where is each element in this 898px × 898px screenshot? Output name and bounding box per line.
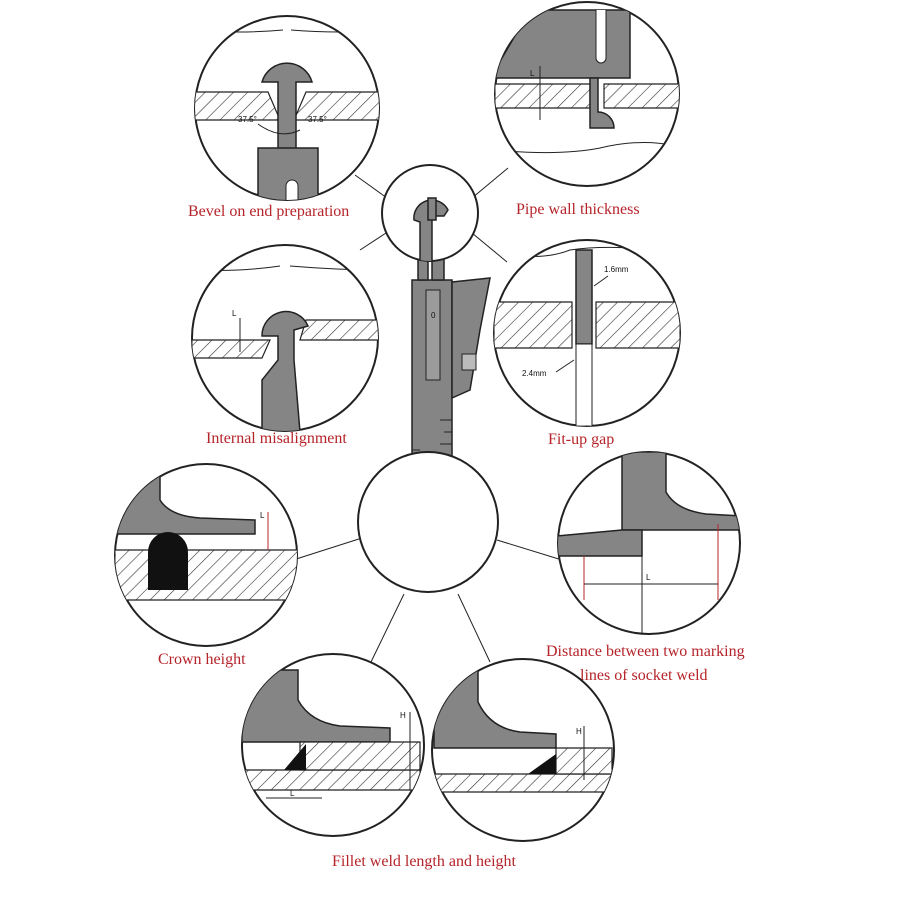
- caption-crown-height: Crown height: [158, 651, 246, 668]
- crown-L: L: [260, 511, 265, 520]
- internal-misalignment-detail: L: [191, 244, 379, 432]
- bevel-angle-right: 37.5°: [308, 115, 327, 124]
- caption-socket-line2: lines of socket weld: [580, 667, 708, 684]
- fillet-weld-height-detail: H: [431, 658, 615, 842]
- caption-fit-up-gap: Fit-up gap: [548, 431, 614, 448]
- caption-socket-line1: Distance between two marking: [546, 643, 745, 660]
- fillet-weld-length-detail: H L: [241, 653, 425, 837]
- caption-internal-misalignment: Internal misalignment: [206, 430, 347, 447]
- fit-up-gap-detail: 1.6mm 2.4mm: [493, 239, 681, 427]
- gap-label-top: 1.6mm: [604, 265, 629, 274]
- fillet1-L: L: [290, 789, 295, 798]
- crown-height-detail: L: [114, 463, 298, 647]
- socket-L: L: [646, 573, 651, 582]
- scale-zero: 0: [431, 311, 436, 320]
- bevel-detail: 37.5° 37.5°: [194, 15, 380, 201]
- pipe-wall-detail: L: [494, 1, 680, 187]
- connector-lines: [292, 167, 563, 665]
- fillet1-H: H: [400, 711, 406, 720]
- socket-weld-detail: L: [557, 451, 741, 635]
- bevel-angle-left: 37.5°: [238, 115, 257, 124]
- caption-bevel: Bevel on end preparation: [188, 203, 349, 220]
- misalignment-L: L: [232, 309, 237, 318]
- fillet2-H: H: [576, 727, 582, 736]
- center-base-detail: [357, 451, 499, 593]
- center-head-detail: [381, 164, 479, 262]
- gap-label-bottom: 2.4mm: [522, 369, 547, 378]
- pipe-wall-L: L: [530, 69, 535, 78]
- caption-fillet: Fillet weld length and height: [332, 853, 517, 870]
- caption-pipe-wall: Pipe wall thickness: [516, 201, 640, 218]
